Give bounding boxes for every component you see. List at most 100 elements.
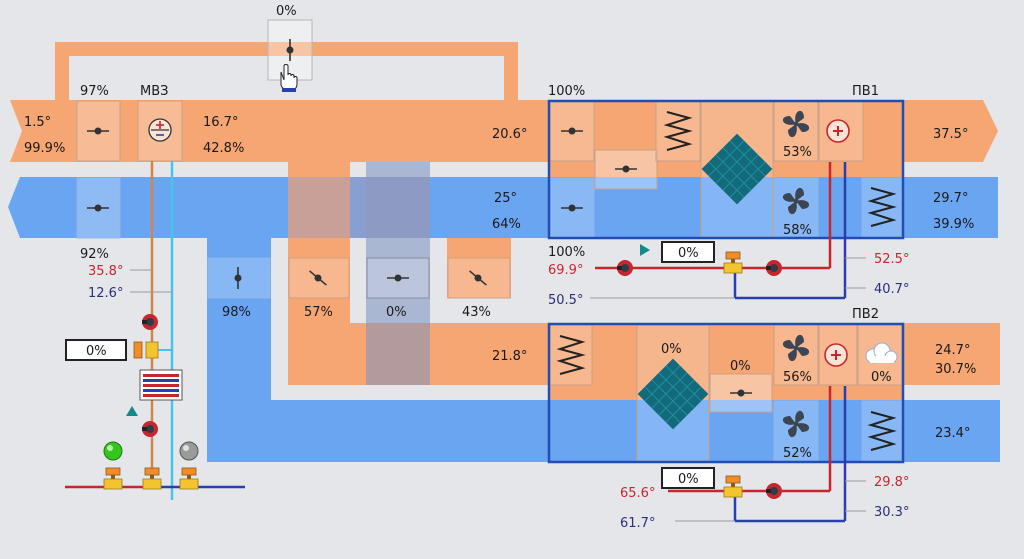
pv2-frame — [547, 322, 905, 464]
outdoor-rh: 99.9% — [24, 141, 65, 156]
pv1-frame — [547, 99, 905, 240]
mix-damper-1-pct: 98% — [222, 305, 251, 320]
pv2-right-return-temp: 30.3° — [874, 505, 909, 520]
pv2-valve[interactable] — [723, 475, 743, 498]
exhaust-mix-temp: 25° — [494, 191, 517, 206]
mix-damper-2[interactable] — [288, 257, 350, 299]
exhaust-out-pv1 — [903, 177, 998, 238]
mv3-pump-bottom[interactable] — [142, 421, 158, 437]
pv2-electric-heater[interactable] — [818, 324, 858, 386]
mv3-pump-top[interactable] — [142, 314, 158, 330]
exhaust-damper-pct: 92% — [80, 247, 109, 262]
bypass-duct — [55, 42, 518, 102]
pv1-exhaust-out-temp: 29.7° — [933, 191, 968, 206]
mv3-status-green-icon — [103, 441, 123, 461]
mix-damper-2-pct: 57% — [304, 305, 333, 320]
mix-damper-4[interactable] — [447, 257, 511, 299]
pv1-inlet-damper[interactable] — [549, 100, 595, 162]
supply-duct-top — [10, 100, 548, 162]
supply-out-pv2 — [903, 323, 1000, 385]
outdoor-temp: 1.5° — [24, 115, 51, 130]
exhaust-mix-rh: 64% — [492, 217, 521, 232]
bypass-damper[interactable] — [267, 19, 313, 81]
pv2-supply-fan-pct: 56% — [783, 370, 812, 385]
mv3-valve-indicator[interactable]: 0% — [65, 339, 127, 361]
supply-mix-temp: 20.6° — [492, 127, 527, 142]
mixing-duct-right — [447, 238, 511, 298]
pv2-title: ПВ2 — [852, 307, 879, 322]
mix-damper-3-pct: 0% — [386, 305, 407, 320]
pv1-electric-heater[interactable] — [818, 100, 864, 162]
mix-damper-4-pct: 43% — [462, 305, 491, 320]
pv1-exhaust-out-rh: 39.9% — [933, 217, 974, 232]
pv2-bypass-pct: 0% — [730, 359, 751, 374]
exhaust-out-pv2 — [903, 400, 1000, 462]
pv1-exhaust-fan-pct: 58% — [783, 223, 812, 238]
pv1-pump-arrow-icon — [640, 244, 650, 256]
mix-damper-3[interactable] — [366, 257, 430, 299]
pv1-right-return-temp: 40.7° — [874, 282, 909, 297]
pv2-heater-return-temp: 61.7° — [620, 516, 655, 531]
after-heater-rh: 42.8% — [203, 141, 244, 156]
pv2-valve-pct: 0% — [678, 472, 699, 487]
water-supply-temp: 35.8° — [88, 264, 123, 279]
pv1-title: ПВ1 — [852, 84, 879, 99]
pv1-pump-left[interactable] — [617, 260, 633, 276]
supply-out-pv1 — [903, 100, 998, 162]
pv2-heater-supply-temp: 65.6° — [620, 486, 655, 501]
pv1-valve-indicator[interactable]: 0% — [661, 241, 715, 263]
pv2-heat-exchanger — [636, 324, 710, 462]
pv2-exhaust-fan-pct: 52% — [783, 446, 812, 461]
water-return-temp: 12.6° — [88, 286, 123, 301]
after-heater-temp: 16.7° — [203, 115, 238, 130]
mv3-pump-arrow-icon — [126, 406, 138, 416]
pv1-right-supply-temp: 52.5° — [874, 252, 909, 267]
fresh-air-damper[interactable] — [76, 100, 121, 162]
pv2-bypass-damper[interactable] — [709, 373, 773, 413]
pv2-pipes — [668, 386, 866, 523]
pv2-exchanger-pct: 0% — [661, 342, 682, 357]
mix-damper-1[interactable] — [207, 257, 271, 299]
mv3-heat-exchanger — [139, 369, 183, 401]
pv2-humidifier-pct: 0% — [871, 370, 892, 385]
pv1-exhaust-damper-pct: 100% — [548, 245, 585, 260]
pv1-bypass-damper[interactable] — [594, 149, 658, 190]
mv3-status-grey-icon — [179, 441, 199, 461]
pv1-cooling-coil — [655, 100, 701, 162]
pv2-inlet-temp: 21.8° — [492, 349, 527, 364]
pv1-heat-exchanger — [700, 100, 774, 238]
pv1-pump-right[interactable] — [766, 260, 782, 276]
exhaust-damper-mv3[interactable] — [76, 177, 121, 239]
pv2-exhaust-coil — [861, 400, 903, 462]
pv2-supply-out-temp: 24.7° — [935, 343, 970, 358]
pv2-valve-indicator[interactable]: 0% — [661, 467, 715, 489]
pv1-valve[interactable] — [723, 251, 743, 274]
mv3-valve-mid[interactable] — [142, 467, 162, 490]
mv3-valve-right[interactable] — [179, 467, 199, 490]
pv1-heater-supply-temp: 69.9° — [548, 263, 583, 278]
pv1-inlet-damper-pct: 100% — [548, 84, 585, 99]
pv2-exhaust-out-temp: 23.4° — [935, 426, 970, 441]
pv1-exhaust-damper[interactable] — [549, 177, 595, 238]
pv2-exhaust-fan[interactable] — [773, 400, 819, 462]
pv2-humidifier[interactable] — [857, 324, 903, 386]
mv3-valve-pct: 0% — [86, 344, 107, 359]
cloud-icon — [865, 342, 898, 364]
hand-cursor-icon — [280, 64, 298, 92]
pv2-pump[interactable] — [766, 483, 782, 499]
pv1-exhaust-fan[interactable] — [773, 177, 819, 238]
mv3-valve-left[interactable] — [103, 467, 123, 490]
mv3-title: МВЗ — [140, 84, 168, 99]
pv1-supply-out-temp: 37.5° — [933, 127, 968, 142]
bypass-damper-pct: 0% — [276, 4, 297, 19]
pv1-supply-fan-pct: 53% — [783, 145, 812, 160]
pv1-valve-pct: 0% — [678, 246, 699, 261]
fresh-damper-pct: 97% — [80, 84, 109, 99]
pv1-heater-return-temp: 50.5° — [548, 293, 583, 308]
mv3-valve[interactable] — [133, 341, 159, 359]
pv2-supply-out-rh: 30.7% — [935, 362, 976, 377]
mv3-heater-block[interactable] — [137, 100, 183, 162]
pv2-cooling-coil — [549, 324, 593, 386]
pv1-exhaust-coil — [861, 177, 903, 238]
